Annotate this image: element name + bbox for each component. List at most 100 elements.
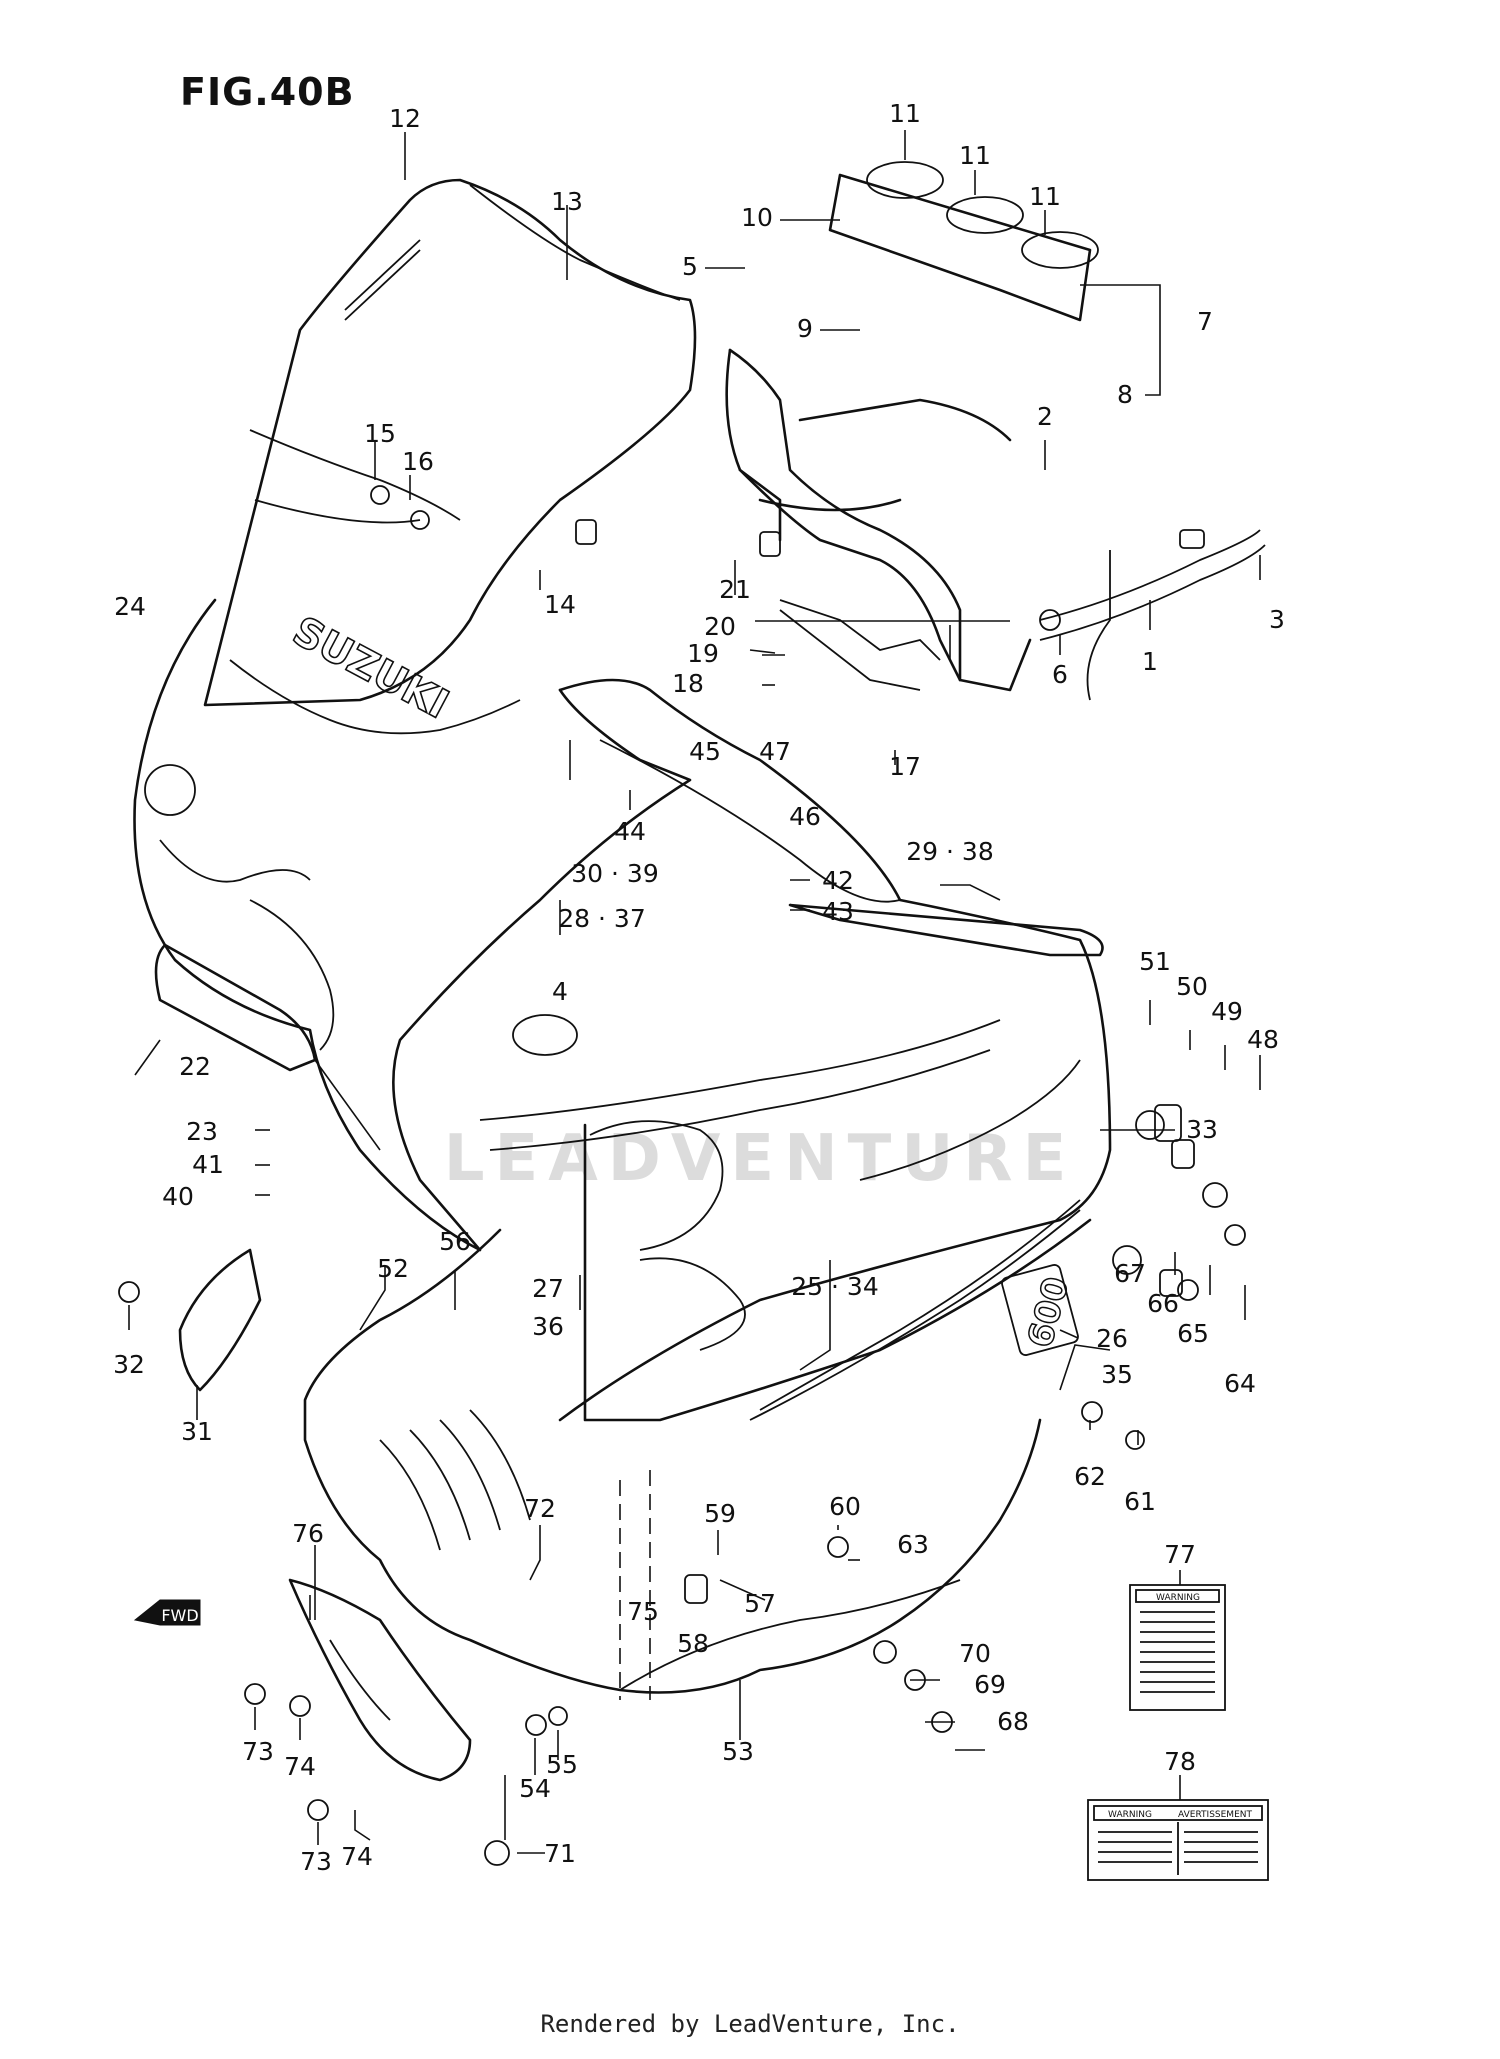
callout-8: 8 (1117, 380, 1133, 409)
callout-41: 41 (192, 1150, 224, 1179)
callout-62: 62 (1074, 1462, 1106, 1491)
callout-12: 12 (389, 104, 421, 133)
callout-44: 44 (614, 817, 646, 846)
callout-50: 50 (1176, 972, 1208, 1001)
callout-47: 47 (759, 737, 791, 766)
callout-11-c: 11 (1029, 182, 1061, 211)
callout-70: 70 (959, 1639, 991, 1668)
headlight-cover (178, 1248, 262, 1392)
callout-57: 57 (744, 1589, 776, 1618)
side-fairing (479, 678, 1112, 1422)
callout-54: 54 (519, 1774, 551, 1803)
footer-credit: Rendered by LeadVenture, Inc. (540, 2010, 960, 2038)
warning-label-77: WARNING (1129, 1584, 1226, 1711)
callout-46: 46 (789, 802, 821, 831)
callout-19: 19 (687, 639, 719, 668)
callout-60: 60 (829, 1492, 861, 1521)
callout-69: 69 (974, 1670, 1006, 1699)
callout-67: 67 (1114, 1259, 1146, 1288)
callout-5: 5 (682, 252, 698, 281)
callout-16: 16 (402, 447, 434, 476)
callout-72: 72 (524, 1494, 556, 1523)
figure-title: FIG.40B (180, 70, 355, 114)
callout-64: 64 (1224, 1369, 1256, 1398)
callout-14: 14 (544, 590, 576, 619)
callout-56: 56 (439, 1227, 471, 1256)
leader-lines (128, 130, 1261, 1854)
callout-9: 9 (797, 314, 813, 343)
callout-59: 59 (704, 1499, 736, 1528)
windscreen-brand-text: SUZUKI (285, 608, 456, 728)
callout-2: 2 (1037, 402, 1053, 431)
warning-label-78-left-text: WARNING (1108, 1810, 1152, 1820)
callout-11-a: 11 (889, 99, 921, 128)
callout-63: 63 (897, 1530, 929, 1559)
instrument-panel (828, 161, 1099, 322)
callout-6: 6 (1052, 660, 1068, 689)
windscreen: SUZUKI (203, 178, 697, 729)
callout-49: 49 (1211, 997, 1243, 1026)
model-badge-text: 600 (1020, 1273, 1077, 1352)
callout-28-37: 28 · 37 (558, 904, 645, 933)
callout-33: 33 (1186, 1115, 1218, 1144)
callout-18: 18 (672, 669, 704, 698)
callout-25-34: 25 · 34 (791, 1272, 878, 1301)
callout-48: 48 (1247, 1025, 1279, 1054)
callout-17: 17 (889, 752, 921, 781)
callout-74-a: 74 (284, 1752, 316, 1781)
callout-75: 75 (627, 1597, 659, 1626)
callout-71: 71 (544, 1839, 576, 1868)
callout-40: 40 (162, 1182, 194, 1211)
callout-61: 61 (1124, 1487, 1156, 1516)
callout-45: 45 (689, 737, 721, 766)
fairing-brace (725, 348, 1266, 701)
callout-73-a: 73 (242, 1737, 274, 1766)
callout-24: 24 (114, 592, 146, 621)
callout-36: 36 (532, 1312, 564, 1341)
forward-arrow: FWD (133, 1599, 201, 1626)
watermark-text: LEADVENTURE (444, 1122, 1077, 1196)
callout-65: 65 (1177, 1319, 1209, 1348)
callout-20: 20 (704, 612, 736, 641)
callout-23: 23 (186, 1117, 218, 1146)
callout-35: 35 (1101, 1360, 1133, 1389)
model-badge: 600 (1001, 1264, 1079, 1356)
callout-55: 55 (546, 1750, 578, 1779)
warning-label-78-right-text: AVERTISSEMENT (1178, 1810, 1252, 1820)
callout-66: 66 (1147, 1289, 1179, 1318)
callout-51: 51 (1139, 947, 1171, 976)
warning-label-77-text: WARNING (1156, 1593, 1200, 1603)
callout-42: 42 (822, 866, 854, 895)
callout-52: 52 (377, 1254, 409, 1283)
callout-73-b: 73 (300, 1847, 332, 1876)
duct-bar (788, 903, 1104, 957)
callout-26: 26 (1096, 1324, 1128, 1353)
callout-32: 32 (113, 1350, 145, 1379)
callout-10: 10 (741, 203, 773, 232)
warning-label-78: WARNING AVERTISSEMENT (1087, 1799, 1269, 1881)
callout-1: 1 (1142, 647, 1158, 676)
callout-7: 7 (1197, 307, 1213, 336)
forward-arrow-text: FWD (161, 1606, 198, 1625)
callout-43: 43 (822, 897, 854, 926)
callout-31: 31 (181, 1417, 213, 1446)
callout-3: 3 (1269, 605, 1285, 634)
fasteners (118, 485, 1246, 1866)
callout-30-39: 30 · 39 (571, 859, 658, 888)
callout-53: 53 (722, 1737, 754, 1766)
callout-27: 27 (532, 1274, 564, 1303)
callout-13: 13 (551, 187, 583, 216)
callout-29-38: 29 · 38 (906, 837, 993, 866)
callout-74-b: 74 (341, 1842, 373, 1871)
callout-78: 78 (1164, 1747, 1196, 1776)
callout-58: 58 (677, 1629, 709, 1658)
callout-21: 21 (719, 575, 751, 604)
inner-panel (583, 1120, 1092, 1422)
callout-11-b: 11 (959, 141, 991, 170)
callout-77: 77 (1164, 1540, 1196, 1569)
callout-4: 4 (552, 977, 568, 1006)
callout-76: 76 (292, 1519, 324, 1548)
lower-cowl (303, 1228, 1042, 1700)
upper-cowl (133, 598, 692, 1252)
